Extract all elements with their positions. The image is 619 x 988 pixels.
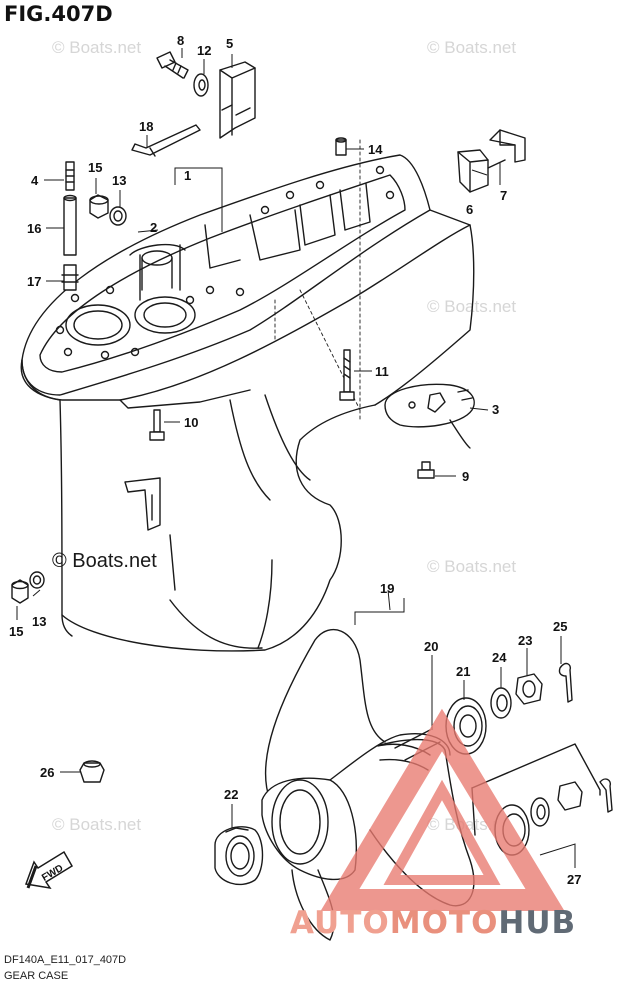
- part-24-washer: [490, 687, 512, 719]
- brand-logo-mark: [320, 708, 565, 911]
- watermark: © Boats.net: [427, 38, 517, 57]
- callout-9: 9: [462, 469, 469, 484]
- callout-8: 8: [177, 33, 184, 48]
- part-26-plug: [79, 760, 105, 783]
- callout-21: 21: [456, 664, 470, 679]
- part-16-tube: [63, 194, 77, 256]
- brand-part-3: HUB: [498, 905, 577, 941]
- part-13-washer-top: [109, 206, 127, 226]
- fwd-arrow: FWD: [24, 850, 74, 890]
- part-5-cover: [219, 61, 256, 139]
- callout-16: 16: [27, 221, 41, 236]
- part-15-plug-lower: [11, 579, 29, 604]
- part-20-propeller: [261, 629, 475, 941]
- part-12-washer: [193, 73, 209, 97]
- callout-19: 19: [380, 581, 394, 596]
- callout-25: 25: [553, 619, 567, 634]
- gear-case-housing: [20, 139, 475, 652]
- callout-23: 23: [518, 633, 532, 648]
- part-25-cotter-pin: [558, 662, 573, 703]
- callout-15-top: 15: [88, 160, 102, 175]
- part-7-bracket: [487, 129, 526, 169]
- part-23-nut: [515, 673, 543, 705]
- part-8-bolt: [156, 51, 189, 79]
- part-13-washer-lower: [29, 571, 45, 589]
- brand-wordmark: AUTOMOTOHUB: [290, 905, 576, 941]
- watermark: © Boats.net: [52, 38, 142, 57]
- figure-caption: GEAR CASE: [4, 970, 69, 982]
- figure-title: FIG.407D: [4, 2, 113, 26]
- part-4-stud: [65, 161, 75, 191]
- callout-13-top: 13: [112, 173, 126, 188]
- callout-24: 24: [492, 650, 507, 665]
- part-10-bolt: [149, 409, 165, 441]
- callout-4: 4: [31, 173, 39, 188]
- part-14-plug: [335, 137, 347, 156]
- callout-20: 20: [424, 639, 438, 654]
- callout-18: 18: [139, 119, 153, 134]
- part-15-plug-top: [89, 194, 109, 219]
- callout-2: 2: [150, 220, 157, 235]
- brand-part-1: AUTO: [290, 905, 390, 941]
- callout-3: 3: [492, 402, 499, 417]
- watermark: © Boats.net: [52, 815, 142, 834]
- model-code: DF140A_E11_017_407D: [4, 954, 127, 966]
- callout-14: 14: [368, 142, 383, 157]
- callout-10: 10: [184, 415, 198, 430]
- callout-26: 26: [40, 765, 54, 780]
- part-9-bolt: [417, 461, 435, 479]
- callout-5: 5: [226, 36, 233, 51]
- callout-7: 7: [500, 188, 507, 203]
- part-3-trim-tab: [384, 383, 475, 449]
- callout-17: 17: [27, 274, 41, 289]
- brand-part-2: MOTO: [389, 905, 499, 941]
- callout-1: 1: [184, 168, 191, 183]
- callout-6: 6: [466, 202, 473, 217]
- part-17-fitting: [61, 264, 79, 291]
- part-11-bolt: [339, 349, 355, 401]
- part-6-anode: [457, 149, 489, 193]
- watermark-dark: © Boats.net: [52, 550, 157, 572]
- watermark: © Boats.net: [427, 297, 517, 316]
- callout-11: 11: [375, 364, 389, 379]
- part-22-spacer: [214, 826, 264, 886]
- part-18-strap: [131, 124, 201, 157]
- callout-12: 12: [197, 43, 211, 58]
- callout-22: 22: [224, 787, 238, 802]
- callout-27: 27: [567, 872, 581, 887]
- callout-15-lower: 15: [9, 624, 23, 639]
- watermark: © Boats.net: [427, 557, 517, 576]
- callout-13-lower: 13: [32, 614, 46, 629]
